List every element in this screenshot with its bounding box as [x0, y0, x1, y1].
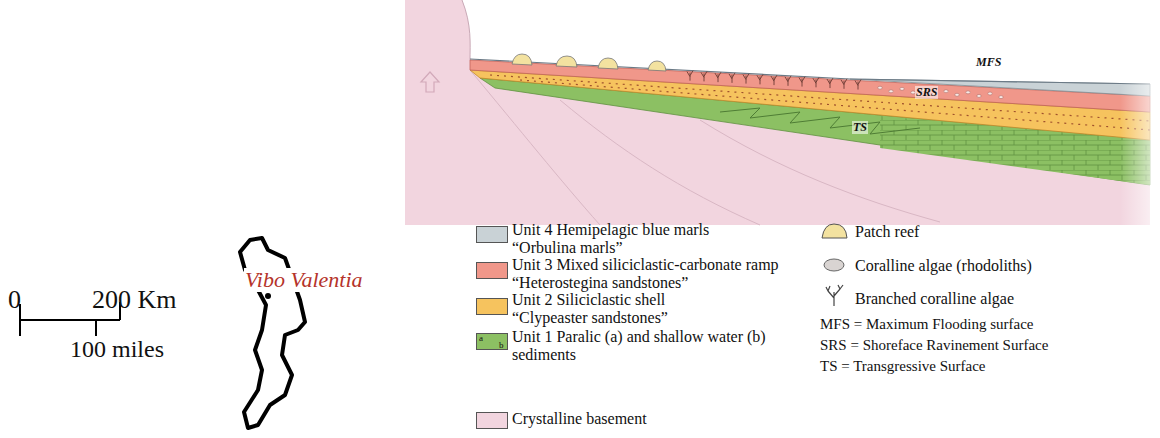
basement-edge	[462, 0, 470, 60]
legend-icons	[822, 224, 847, 306]
rhodolith-symbol	[999, 96, 1003, 99]
legend-swatch	[476, 226, 508, 243]
branch-symbol	[687, 71, 693, 81]
rhodolith-symbol	[944, 90, 948, 93]
city-dot	[265, 293, 271, 299]
legend-text: Branched coralline algae	[855, 290, 1105, 308]
branch-symbol	[729, 73, 735, 83]
legend-swatch	[476, 298, 508, 315]
legend-text: Unit 2 Siliciclastic shell “Clypeaster s…	[512, 291, 742, 326]
branch-symbol	[785, 76, 791, 86]
rhodolith-symbol	[966, 91, 970, 94]
legend-swatch	[476, 262, 508, 279]
legend-swatch	[476, 412, 508, 429]
city-label: Vibo Valentia	[244, 268, 364, 292]
branched-algae-icon	[826, 285, 843, 306]
surface-label: SRS	[915, 86, 938, 99]
legend-text: Unit 4 Hemipelagic blue marls “Orbulina …	[512, 221, 762, 256]
abbreviation-note: MFS = Maximum Flooding surface	[820, 316, 1033, 333]
patch-reef-icon	[822, 224, 847, 238]
branch-symbol	[771, 75, 777, 85]
legend-text: Unit 3 Mixed siliciclastic-carbonate ram…	[512, 256, 822, 291]
branch-symbol	[757, 74, 763, 84]
rhodolith-symbol	[889, 90, 893, 93]
legend-text: Patch reef	[855, 223, 1105, 241]
unit-3-layer	[470, 60, 1150, 112]
branch-symbol	[715, 72, 721, 82]
abbreviation-note: TS = Transgressive Surface	[820, 358, 986, 375]
abbreviation-note: SRS = Shoreface Ravinement Surface	[820, 337, 1048, 354]
legend-text: Crystalline basement	[512, 410, 762, 428]
surface-label: TS	[852, 121, 868, 134]
cross-section	[405, 0, 1160, 226]
patch-reefs	[512, 54, 666, 71]
rhodoliths	[878, 86, 1003, 98]
rhodolith-icon	[824, 259, 844, 271]
branched-algae	[687, 71, 861, 90]
branch-symbol	[827, 78, 833, 88]
uplift-arrow	[421, 72, 439, 92]
rhodolith-symbol	[988, 92, 992, 95]
branch-symbol	[743, 74, 749, 84]
branch-symbol	[841, 79, 847, 89]
branch-symbol	[855, 80, 861, 90]
basement	[405, 0, 1150, 225]
legend-text: Coralline algae (rhodoliths)	[855, 257, 1135, 275]
scale-number: 100 miles	[70, 336, 164, 362]
branch-symbol	[701, 71, 707, 81]
swatch-letter: b	[499, 341, 504, 351]
rhodolith-symbol	[977, 94, 981, 97]
rhodolith-symbol	[900, 87, 904, 90]
scale-number: 0	[8, 286, 21, 315]
rhodolith-symbol	[955, 93, 959, 96]
calabria-outline	[240, 238, 305, 428]
legend-text: Unit 1 Paralic (a) and shallow water (b)…	[512, 328, 767, 363]
surface-label: MFS	[975, 56, 1002, 69]
branch-symbol	[813, 77, 819, 87]
scale-number: 200 Km	[92, 286, 177, 315]
swatch-letter: a	[479, 334, 483, 344]
rhodolith-symbol	[878, 86, 882, 89]
branch-symbol	[799, 77, 805, 87]
